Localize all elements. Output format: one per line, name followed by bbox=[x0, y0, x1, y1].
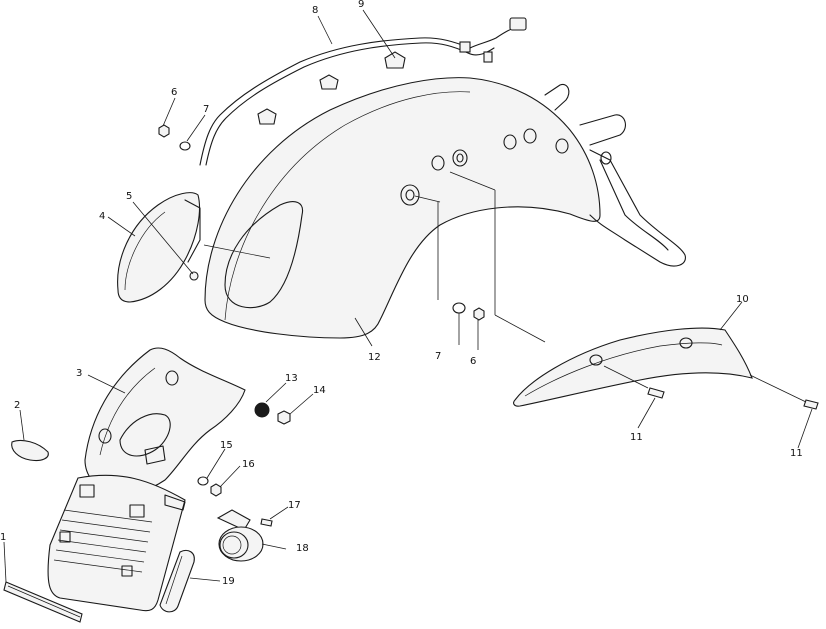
fender-struts bbox=[544, 83, 686, 267]
callout-10: 10 bbox=[736, 294, 749, 305]
callout-9: 9 bbox=[358, 0, 364, 10]
callout-16: 16 bbox=[242, 459, 255, 470]
harness-clips bbox=[257, 51, 406, 125]
plate-light-strip bbox=[3, 581, 83, 623]
callout-2: 2 bbox=[14, 400, 20, 411]
nut-14 bbox=[277, 410, 291, 425]
callout-1: 1 bbox=[0, 532, 6, 543]
callout-17: 17 bbox=[288, 500, 301, 511]
bolts-11 bbox=[647, 387, 819, 410]
license-bracket bbox=[84, 347, 246, 495]
callout-14: 14 bbox=[313, 385, 326, 396]
nut-16 bbox=[210, 483, 222, 497]
side-trim-rail bbox=[513, 327, 753, 407]
callout-18: 18 bbox=[296, 543, 309, 554]
callout-6-upper: 6 bbox=[171, 87, 177, 98]
callout-3: 3 bbox=[76, 368, 82, 379]
washer-15 bbox=[197, 476, 209, 486]
callout-15: 15 bbox=[220, 440, 233, 451]
screw-17 bbox=[260, 518, 273, 527]
callout-11-right: 11 bbox=[790, 448, 803, 459]
leader-lines bbox=[3, 9, 813, 583]
license-plate-mount bbox=[47, 474, 186, 612]
wiring-harness bbox=[199, 17, 527, 166]
callout-19: 19 bbox=[222, 576, 235, 587]
callout-5: 5 bbox=[126, 191, 132, 202]
callout-11-left: 11 bbox=[630, 432, 643, 443]
nut-and-washer-middle bbox=[452, 302, 485, 321]
turn-signal-lamp bbox=[216, 509, 264, 562]
nut-and-washer-upper bbox=[158, 124, 191, 151]
callout-7-middle: 7 bbox=[435, 351, 441, 362]
small-fastener-5 bbox=[189, 271, 199, 281]
side-reflector bbox=[11, 439, 49, 462]
rear-fender bbox=[203, 77, 601, 339]
callout-6-middle: 6 bbox=[470, 356, 476, 367]
callout-8: 8 bbox=[312, 5, 318, 16]
reflector-strip bbox=[159, 549, 195, 613]
callout-12: 12 bbox=[368, 352, 381, 363]
callout-4: 4 bbox=[99, 211, 105, 222]
grommet-13 bbox=[254, 402, 270, 418]
tail-lamp-lens bbox=[117, 192, 201, 303]
callout-7-upper: 7 bbox=[203, 104, 209, 115]
callout-13: 13 bbox=[285, 373, 298, 384]
